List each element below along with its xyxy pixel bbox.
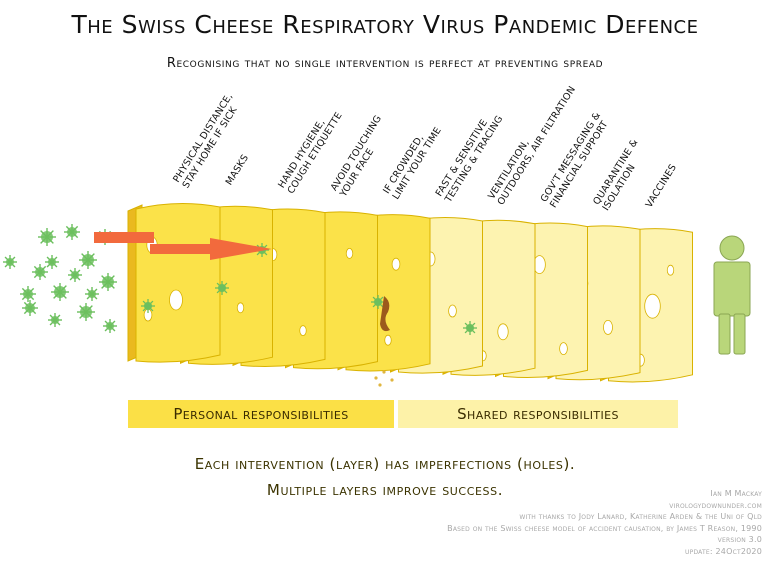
transmission-arrows (94, 232, 272, 260)
cheese-hole (391, 257, 401, 271)
caption-line-2: Multiple layers improve success. (266, 481, 504, 499)
virus-particle (463, 321, 477, 335)
virus-particle (3, 255, 17, 269)
caption-line-1: Each intervention (layer) has imperfecti… (194, 455, 576, 473)
person-right-leg (733, 313, 746, 355)
person-left-leg (718, 313, 731, 355)
virus-particle (79, 251, 97, 269)
credit-update: update: 24Oct2020 (685, 546, 762, 556)
virus-particle (38, 228, 56, 246)
person-body (713, 261, 751, 317)
cheese-hole (603, 319, 613, 335)
cheese-slices (94, 202, 693, 387)
credits-block: Ian M Mackay virologydownunder.com with … (447, 488, 762, 558)
cheese-hole (666, 264, 675, 276)
virus-particle (99, 273, 117, 291)
credit-based-on: Based on the Swiss cheese model of accid… (447, 523, 762, 533)
virus-particle (77, 303, 95, 321)
cheese-hole (345, 247, 354, 259)
cheese-hole (559, 342, 568, 356)
page-title: The Swiss Cheese Respiratory Virus Pande… (71, 10, 699, 39)
virus-particle (141, 299, 155, 313)
virus-particle (85, 287, 99, 301)
page-subtitle: Recognising that no single intervention … (166, 56, 604, 71)
virus-particle (64, 224, 80, 240)
virus-cloud (3, 224, 117, 333)
credit-version: version 3.0 (717, 535, 762, 545)
layer-label: QUARANTINE &ISOLATION (591, 137, 650, 213)
cheese-hole (169, 289, 183, 311)
layer-label: IF CROWDED,LIMIT YOUR TIME (381, 120, 444, 202)
cheese-hole (299, 325, 307, 337)
arrow-shaft (94, 232, 154, 243)
personal-responsibilities-band: Personal responsibilities (128, 400, 394, 428)
person-figure (713, 235, 751, 355)
virus-particle (48, 313, 62, 327)
layer-label: VACCINES (644, 162, 679, 209)
virus-particle (215, 281, 229, 295)
virus-particle (20, 286, 36, 302)
layer-label: MASKS (224, 153, 251, 188)
cheese-hole (384, 334, 392, 346)
credit-author: Ian M Mackay (710, 489, 762, 498)
credit-site: virologydownunder.com (669, 500, 762, 510)
cheese-hole (236, 302, 245, 314)
virus-particle (22, 300, 38, 316)
virus-particle (45, 255, 59, 269)
person-head (719, 235, 745, 261)
arrow-shaft (150, 244, 212, 254)
virus-particle (32, 264, 48, 280)
cheese-hole (448, 304, 457, 318)
cheese-hole (644, 293, 661, 319)
virus-particle (103, 319, 117, 333)
virus-particle (68, 268, 82, 282)
cheese-hole (497, 323, 509, 341)
bite-mark (374, 296, 394, 387)
credit-thanks: with thanks to Jody Lanard, Katherine Ar… (519, 512, 762, 522)
virus-particle (51, 283, 69, 301)
cheese-slice (127, 202, 221, 363)
shared-responsibilities-band: Shared responsibilities (398, 400, 678, 428)
arrow-head (210, 238, 272, 260)
